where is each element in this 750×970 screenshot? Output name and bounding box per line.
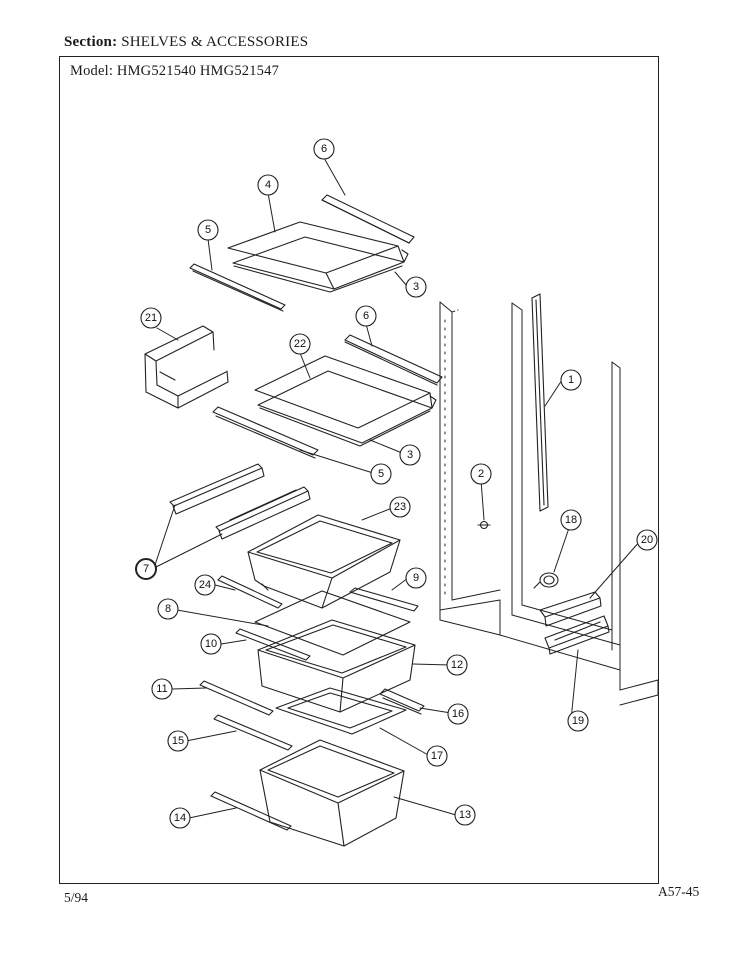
top-shelf-assembly (189, 194, 415, 312)
screw-2 (477, 520, 491, 530)
tray-17 (275, 687, 407, 735)
rail-24 (217, 575, 283, 609)
callout-7: 7 (143, 563, 149, 575)
callout-9: 9 (413, 572, 419, 584)
middle-shelf-assembly (212, 334, 443, 459)
support-20 (539, 591, 601, 618)
model-line: Model: HMG521540 HMG521547 (70, 63, 279, 80)
shelf-frame-3b (257, 370, 433, 444)
model-numbers: HMG521540 HMG521547 (116, 63, 280, 79)
callout-21: 21 (145, 312, 157, 324)
callout-15: 15 (172, 735, 184, 747)
drawer-slides-7 (169, 463, 311, 540)
shelf-frame-3 (232, 236, 405, 290)
rail-9 (349, 587, 419, 612)
callout-6-top: 6 (321, 143, 327, 155)
callout-4: 4 (265, 179, 271, 191)
model-label: Model: (70, 63, 114, 79)
bottom-pan-13 (259, 739, 405, 847)
callout-13: 13 (459, 809, 471, 821)
callout-12: 12 (451, 659, 463, 671)
front-trim-5b (212, 406, 319, 456)
rear-trim-6b (344, 334, 443, 384)
diagram-frame (59, 56, 659, 884)
divider-trim-1 (531, 293, 549, 512)
leader-lines (153, 157, 641, 819)
rail-14 (210, 791, 292, 831)
rear-trim-6 (321, 194, 415, 244)
callout-8: 8 (165, 603, 171, 615)
rail-11 (199, 680, 274, 716)
callout-2: 2 (478, 468, 484, 480)
support-19 (544, 615, 609, 649)
callout-17: 17 (431, 750, 443, 762)
damper-18 (533, 572, 559, 589)
crisper-drawer-23 (247, 514, 401, 609)
callout-3-middle: 3 (407, 449, 413, 461)
section-name: SHELVES & ACCESSORIES (121, 34, 309, 50)
bracket-21 (144, 325, 229, 409)
section-label: Section: (64, 34, 118, 50)
callout-6-middle: 6 (363, 310, 369, 322)
callout-18: 18 (565, 514, 577, 526)
callout-5-middle: 5 (378, 468, 384, 480)
crisper-cover-8 (254, 590, 411, 656)
callout-1: 1 (568, 374, 574, 386)
footer-page-code: A57-45 (658, 884, 700, 899)
callout-circles (135, 138, 658, 829)
slide-16 (379, 688, 425, 712)
shelf-glass-4 (227, 221, 399, 274)
callout-19: 19 (572, 715, 584, 727)
callout-23: 23 (394, 501, 406, 513)
callout-11: 11 (156, 683, 167, 695)
rail-10 (235, 628, 311, 661)
footer-date: 5/94 (64, 890, 89, 905)
refrigerator-cabinet (439, 301, 659, 706)
callout-22: 22 (294, 338, 306, 350)
callout-16: 16 (452, 708, 464, 720)
callout-24: 24 (199, 579, 211, 591)
shelf-glass-22 (254, 355, 431, 429)
callout-3-top: 3 (413, 281, 419, 293)
callout-5-top: 5 (205, 224, 211, 236)
callout-20: 20 (641, 534, 653, 546)
front-trim-5 (189, 263, 286, 310)
callout-10: 10 (205, 638, 217, 650)
crisper-drawer-12 (257, 619, 416, 713)
callout-14: 14 (174, 812, 186, 824)
section-title: Section: SHELVES & ACCESSORIES (64, 34, 308, 51)
rail-15 (213, 714, 293, 751)
